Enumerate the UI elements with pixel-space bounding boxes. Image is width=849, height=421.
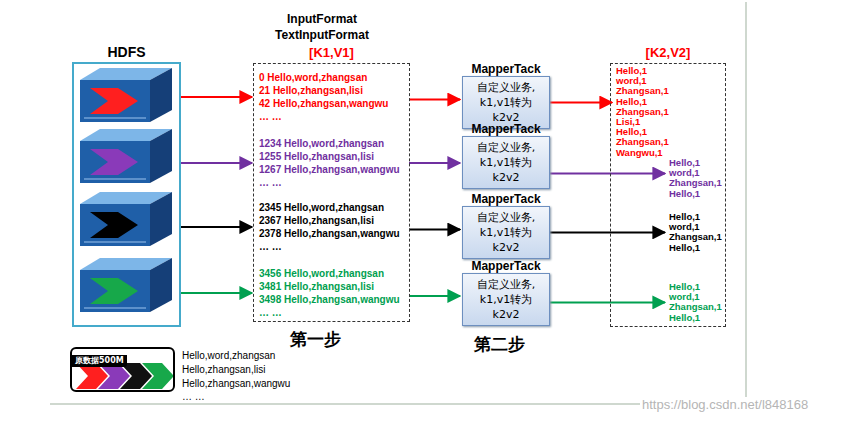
header-label: TextInputFormat (275, 28, 369, 42)
box-heading: MapperTack (443, 193, 569, 206)
record-line: word,1 (669, 168, 700, 178)
record-group: Hello,1word,1Zhangsan,1Hello,1 (667, 212, 724, 253)
box-heading: MapperTack (443, 123, 569, 136)
record-group: Hello,1word,1Zhangsan,1Hello,1 (667, 158, 724, 199)
source-box: 原数据500M (70, 347, 175, 392)
source-line: Hello,zhangsan,lisi (182, 364, 265, 375)
record-line: 0 Hello,word,zhangsan (259, 71, 367, 84)
record-line: Hello,1 (616, 66, 647, 76)
record-line: Hello,1 (669, 158, 700, 168)
record-line: Hello,1 (669, 282, 700, 292)
flow-arrow (181, 292, 252, 294)
box-text: 自定义业务, k1,v1转为k2v2 (467, 210, 545, 255)
record-line: Zhangsan,1 (616, 86, 669, 96)
process-box: MapperTack自定义业务, k1,v1转为k2v2 (462, 273, 550, 326)
record-line: Hello,1 (669, 313, 700, 323)
server-icon (80, 68, 172, 122)
frame-line (745, 2, 747, 404)
record-line: Hello,1 (616, 127, 647, 137)
record-line: … … (259, 240, 282, 253)
record-line: 3456 Hello,word,zhangsan (259, 267, 384, 280)
process-box: MapperTack自定义业务, k1,v1转为k2v2 (462, 136, 550, 189)
box-heading: [K1,V1] (234, 45, 429, 60)
box-text: 自定义业务, k1,v1转为k2v2 (467, 80, 545, 125)
record-line: Hello,1 (616, 97, 647, 107)
record-line: Wangwu,1 (616, 148, 663, 158)
record-line: Zhangsan,1 (616, 107, 669, 117)
record-line: 42 Hello,zhangsan,wangwu (259, 97, 388, 110)
record-line: word,1 (669, 222, 700, 232)
flow-arrow (409, 295, 460, 297)
record-group: 2345 Hello,word,zhangsan2367 Hello,zhang… (254, 201, 409, 253)
flow-arrow (550, 173, 665, 175)
process-box: MapperTack自定义业务, k1,v1转为k2v2 (462, 206, 550, 259)
flow-arrow (550, 231, 665, 233)
box-text: 自定义业务, k1,v1转为k2v2 (467, 277, 545, 322)
flow-arrow (550, 102, 612, 104)
box-heading: HDFS (54, 44, 199, 60)
record-line: 2345 Hello,word,zhangsan (259, 201, 384, 214)
record-group: Hello,1word,1Zhangsan,1Hello,1Zhangsan,1… (614, 66, 671, 158)
record-line: 2367 Hello,zhangsan,lisi (259, 214, 374, 227)
record-group: 3456 Hello,word,zhangsan3481 Hello,zhang… (254, 267, 409, 319)
record-line: 21 Hello,zhangsan,lisi (259, 84, 363, 97)
record-line: Hello,1 (669, 243, 700, 253)
data-box: [K1,V1]0 Hello,word,zhangsan21 Hello,zha… (253, 63, 410, 322)
record-line: 1234 Hello,word,zhangsan (259, 137, 384, 150)
flow-arrow (409, 162, 460, 164)
record-group: 0 Hello,word,zhangsan21 Hello,zhangsan,l… (254, 71, 409, 123)
record-line: Zhangsan,1 (616, 137, 669, 147)
tab-label: 原数据500M (72, 355, 127, 367)
box-heading: [K2,V2] (591, 45, 745, 60)
record-group: 1234 Hello,word,zhangsan1255 Hello,zhang… (254, 137, 409, 189)
record-line: Zhangsan,1 (669, 302, 722, 312)
record-line: Zhangsan,1 (669, 232, 722, 242)
header-label: InputFormat (287, 12, 357, 26)
record-line: Lisi,1 (616, 117, 640, 127)
server-icon (80, 258, 172, 312)
storage-box: HDFS (72, 62, 181, 327)
record-line: word,1 (669, 292, 700, 302)
record-line: Zhangsan,1 (669, 178, 722, 188)
record-line: 1267 Hello,zhangsan,wangwu (259, 163, 400, 176)
flow-arrow (550, 301, 665, 303)
record-line: 2378 Hello,zhangsan,wangwu (259, 227, 400, 240)
watermark: https://blog.csdn.net/l848168 (640, 397, 810, 412)
record-line: … … (259, 110, 282, 123)
flow-arrow (409, 229, 460, 231)
record-line: Hello,1 (669, 189, 700, 199)
record-line: word,1 (616, 76, 647, 86)
record-line: 1255 Hello,zhangsan,lisi (259, 150, 374, 163)
step-label: 第二步 (474, 333, 525, 356)
flow-arrow (409, 99, 460, 101)
server-icon (80, 192, 172, 246)
source-line: Hello,word,zhangsan (182, 350, 275, 361)
record-line: … … (259, 306, 282, 319)
box-heading: MapperTack (443, 260, 569, 273)
source-line: … … (182, 391, 205, 402)
step-label: 第一步 (290, 328, 341, 351)
flow-arrow (181, 96, 252, 98)
box-text: 自定义业务, k1,v1转为k2v2 (467, 140, 545, 185)
record-line: 3481 Hello,zhangsan,lisi (259, 280, 374, 293)
data-box: [K2,V2]Hello,1word,1Zhangsan,1Hello,1Zha… (610, 63, 726, 327)
record-line: 3498 Hello,zhangsan,wangwu (259, 293, 400, 306)
process-box: MapperTack自定义业务, k1,v1转为k2v2 (462, 76, 550, 129)
record-line: … … (259, 176, 282, 189)
record-group: Hello,1word,1Zhangsan,1Hello,1 (667, 282, 724, 323)
chevron (142, 363, 173, 389)
flow-arrow (181, 226, 252, 228)
flow-arrow (181, 162, 252, 164)
record-line: Hello,1 (669, 212, 700, 222)
source-line: Hello,zhangsan,wangwu (182, 378, 290, 389)
box-heading: MapperTack (443, 63, 569, 76)
server-icon (80, 129, 172, 183)
